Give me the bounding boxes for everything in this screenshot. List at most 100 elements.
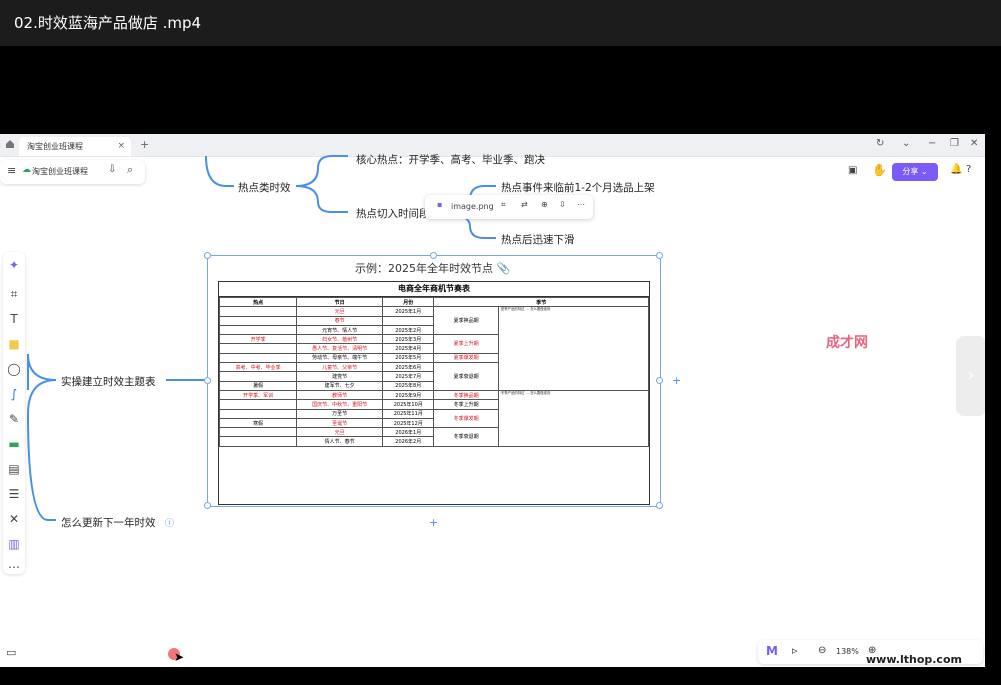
more-image-icon[interactable]: ⋯ — [577, 200, 585, 209]
frame-icon[interactable]: ⌗ — [10, 287, 18, 301]
mindmap-node-core-hot[interactable]: 核心热点：开学季、高考、毕业季、跑决 — [356, 154, 545, 166]
zoom-image-icon[interactable]: ⊕ — [541, 200, 548, 209]
season-label-cell: 冬季衰退期 — [433, 427, 499, 447]
table-icon[interactable]: ▬ — [8, 437, 20, 451]
new-tab-icon[interactable]: + — [140, 138, 150, 151]
replace-icon[interactable]: ⇄ — [521, 200, 528, 209]
list-icon[interactable]: ☰ — [8, 487, 20, 501]
table-header: 月份 — [382, 296, 435, 308]
table-cell-month: 2025年10月 — [382, 399, 435, 410]
table-header: 热点 — [218, 296, 298, 308]
close-window-icon[interactable]: ✕ — [970, 138, 979, 149]
table-cell-hot — [218, 408, 298, 419]
resize-handle[interactable] — [204, 377, 211, 384]
ai-assistant-icon[interactable]: M — [766, 644, 778, 658]
export-icon[interactable]: ⇩ — [108, 164, 117, 175]
mindmap-node-update[interactable]: 怎么更新下一年时效 — [61, 517, 156, 529]
sticky-note-icon[interactable]: ■ — [8, 337, 20, 351]
doc-name[interactable]: 淘宝创业班课程 — [32, 167, 88, 176]
mindmap-icon[interactable]: ✕ — [8, 512, 20, 526]
example-title: 示例：2025年全年时效节点 📎 — [355, 260, 510, 276]
add-node-bottom-icon[interactable]: + — [429, 516, 439, 529]
season-notes-cell: 冬季产品的特征 … 怎么要做准则 — [497, 389, 650, 447]
crop-icon[interactable]: ⌗ — [501, 200, 506, 209]
zoom-out-icon[interactable]: ⊖ — [818, 645, 827, 656]
table-header-row: 热点 节日 月份 季节 — [218, 296, 649, 308]
help-icon[interactable]: ? — [966, 164, 972, 175]
table-cell-hot: 高考、中考、毕业季 — [218, 362, 298, 373]
zoom-in-icon[interactable]: ⊕ — [868, 645, 877, 656]
mindmap-node-practical[interactable]: 实操建立时效主题表 — [61, 376, 156, 388]
attachment-icon[interactable]: 📎 — [496, 262, 511, 275]
mindmap-node-cut-in[interactable]: 热点切入时间段 — [356, 208, 430, 220]
table-cell-hot: 暑假 — [218, 380, 298, 391]
resize-handle[interactable] — [430, 252, 437, 259]
comment-icon[interactable]: ⓘ — [165, 519, 175, 529]
browser-tab[interactable]: 淘宝创业班课程 × — [19, 137, 131, 156]
table-cell-month: 2025年6月 — [382, 362, 435, 373]
resize-handle[interactable] — [656, 502, 663, 509]
more-icon[interactable]: … — [8, 557, 20, 571]
chevron-right-icon[interactable]: › — [956, 336, 985, 416]
add-node-right-icon[interactable]: + — [672, 374, 682, 387]
table-header: 季节 — [433, 296, 649, 308]
refresh-icon[interactable]: ↻ — [876, 138, 885, 149]
table-cell-festival: 教师节 — [296, 389, 384, 401]
share-button[interactable]: 分享 ⌄ — [892, 163, 938, 181]
resize-handle[interactable] — [656, 252, 663, 259]
table-cell-festival: 春节 — [296, 315, 384, 326]
text-icon[interactable]: T — [10, 312, 18, 326]
chart-icon[interactable]: ▤ — [8, 462, 20, 476]
table-cell-festival: 元旦 — [296, 427, 384, 438]
pen-icon[interactable]: ✎ — [8, 412, 20, 426]
season-notes-cell: 夏季产品的特征 … 怎么要做准则 — [497, 306, 650, 391]
mindmap-node-hot-timeliness[interactable]: 热点类时效 — [238, 182, 291, 194]
table-cell-hot: 开学季 — [218, 334, 298, 345]
table-cell-month: 2025年8月 — [382, 380, 435, 391]
zoom-toolbar: M ▹ ⊖ 138% ⊕ — [758, 640, 983, 664]
pointer-icon[interactable]: ▹ — [792, 644, 798, 657]
screen-recording: 淘宝创业班课程 × + ↻ ⌄ − ❐ ✕ ≡ ☁ 淘宝创业班课程 ⇩ ⌕ ▣ … — [0, 134, 985, 667]
ai-icon[interactable]: ✦ — [8, 258, 20, 272]
connector-icon[interactable]: ∫ — [10, 387, 18, 401]
bell-icon[interactable]: 🔔 — [950, 164, 963, 175]
video-title: 02.时效蓝海产品做店 .mp4 — [0, 0, 1001, 46]
search-icon[interactable]: ⌕ — [127, 163, 134, 176]
shape-icon[interactable]: ◯ — [7, 362, 21, 376]
cursor-highlight — [168, 648, 180, 660]
chevron-down-icon[interactable]: ⌄ — [902, 138, 911, 149]
menu-icon[interactable]: ≡ — [7, 164, 17, 177]
home-icon[interactable] — [5, 139, 15, 149]
minimize-icon[interactable]: − — [928, 138, 937, 149]
table-cell-month: 2025年11月 — [382, 408, 435, 419]
season-label-cell: 夏季爆发期 — [433, 352, 499, 364]
table-cell-month: 2025年3月 — [382, 334, 435, 345]
download-icon[interactable]: ⇩ — [559, 200, 566, 209]
site-watermark: www.lthop.com — [866, 653, 962, 666]
cursor-icon: ➤ — [174, 650, 185, 664]
table-cell-festival: 情人节、春节 — [296, 436, 384, 447]
image-icon: ▪ — [437, 200, 443, 209]
resize-handle[interactable] — [204, 502, 211, 509]
resize-handle[interactable] — [204, 252, 211, 259]
table-cell-month: 2026年2月 — [382, 436, 435, 447]
mindmap-node-branch-1[interactable]: 热点事件来临前1-2个月选品上架 — [501, 182, 655, 194]
share-label: 分享 — [902, 167, 919, 176]
table-cell-hot — [218, 436, 298, 447]
avatar[interactable]: ✋ — [872, 163, 887, 177]
table-cell-hot — [218, 324, 298, 336]
zoom-level[interactable]: 138% — [836, 647, 859, 656]
close-icon[interactable]: × — [117, 141, 125, 151]
resize-handle[interactable] — [656, 377, 663, 384]
minimap-icon[interactable]: ▭ — [6, 646, 17, 659]
restore-icon[interactable]: ❐ — [950, 138, 959, 149]
watermark-logo: 成才网 — [826, 335, 868, 351]
mindmap-node-branch-2[interactable]: 热点后迅速下滑 — [501, 234, 575, 246]
present-icon[interactable]: ▣ — [848, 165, 858, 176]
template-icon[interactable]: ▥ — [8, 537, 20, 551]
